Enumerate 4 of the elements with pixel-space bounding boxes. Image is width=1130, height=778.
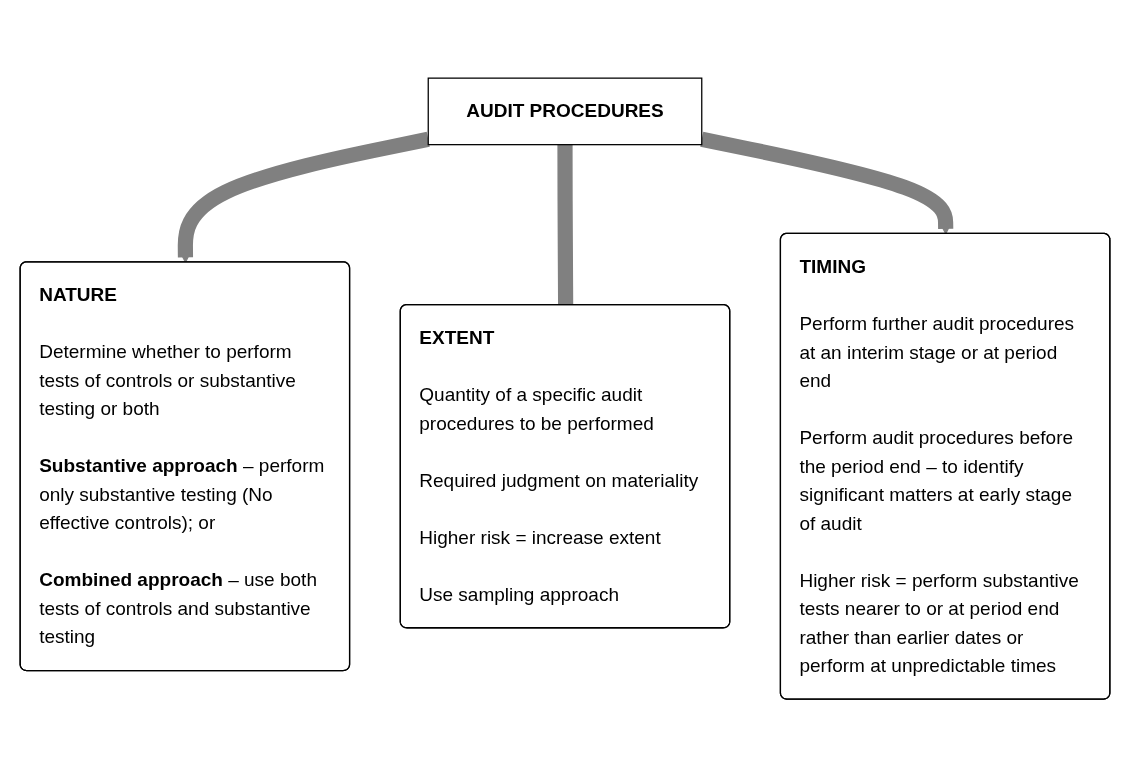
node-box: AUDIT PROCEDURES bbox=[427, 77, 703, 146]
arrow bbox=[177, 132, 430, 264]
connector bbox=[557, 144, 574, 306]
arrow bbox=[700, 132, 954, 235]
